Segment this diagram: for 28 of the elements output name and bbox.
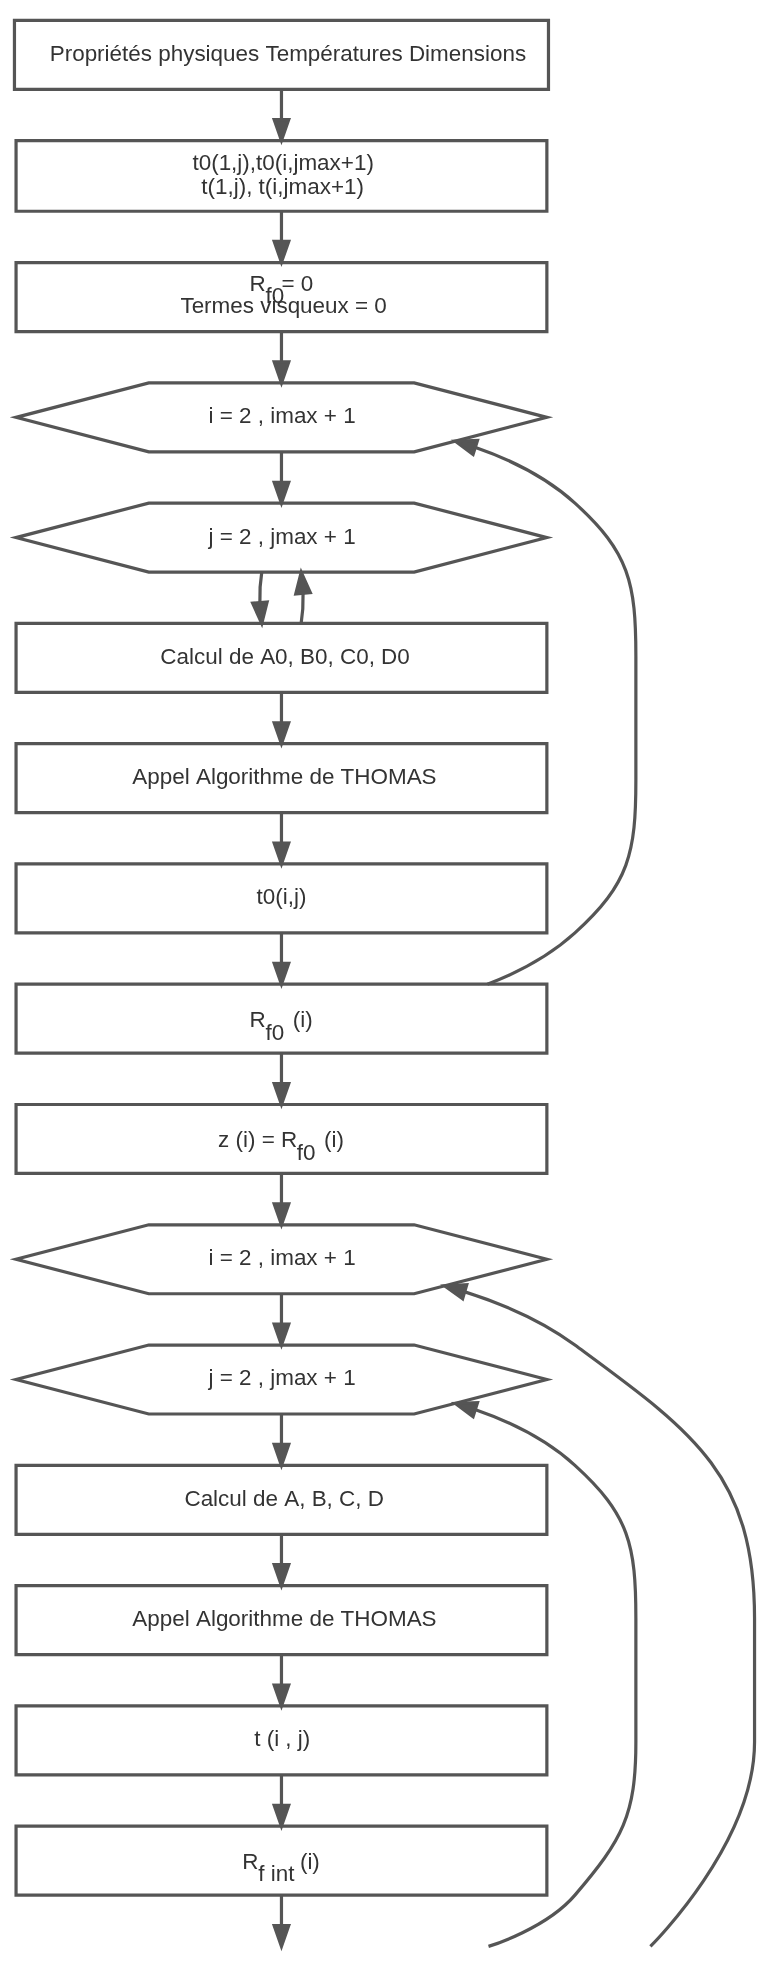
arrow (271, 1173, 292, 1230)
node-box: Appel Algorithme de THOMAS (14, 1583, 549, 1656)
arrow (271, 89, 292, 145)
node-box: Propriétés physiques Températures Dimensions (12, 18, 551, 91)
arrow (250, 571, 270, 628)
node-box: Calcul de A, B, C, D (14, 1463, 549, 1536)
arrow (440, 1282, 757, 1947)
arrow (450, 1400, 638, 1948)
arrow (450, 438, 638, 986)
node-box: t0(1,j),t0(i,jmax+1) t(1,j), t(i,jmax+1) (14, 138, 549, 213)
arrow (271, 1654, 292, 1711)
arrow (271, 932, 292, 989)
arrow (271, 1413, 292, 1470)
node-box: Appel Algorithme de THOMAS (14, 741, 549, 814)
arrow (271, 1895, 292, 1951)
arrow (271, 692, 292, 748)
arrow (271, 331, 292, 388)
node-box: Calcul de A0, B0, C0, D0 (14, 621, 549, 694)
arrow (271, 1293, 292, 1350)
arrow (271, 1534, 292, 1590)
arrow (271, 211, 292, 267)
node-box: t0(i,j) (14, 861, 549, 934)
arrow (271, 812, 292, 869)
node-box: t (i , j) (14, 1703, 549, 1776)
arrow (271, 451, 292, 508)
arrow (271, 1053, 292, 1109)
arrow (293, 567, 313, 624)
arrow (271, 1774, 292, 1831)
